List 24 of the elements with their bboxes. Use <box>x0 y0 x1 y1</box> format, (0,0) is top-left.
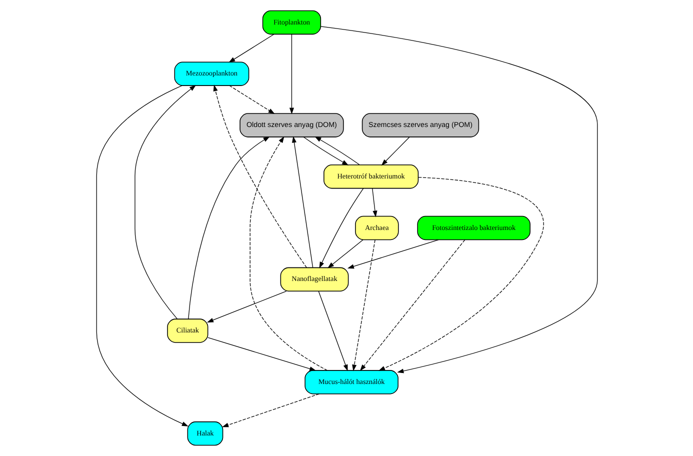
arrow <box>228 85 274 114</box>
arrow <box>212 84 306 268</box>
arrow <box>206 290 286 322</box>
arrow <box>96 85 188 426</box>
arrow <box>380 136 410 166</box>
arrow <box>352 240 375 372</box>
arrow <box>359 240 465 371</box>
arrow <box>346 239 438 269</box>
arrow <box>378 177 544 371</box>
arrow <box>288 34 294 114</box>
arrow <box>327 239 363 268</box>
arrow <box>318 290 348 372</box>
arrow <box>291 136 313 268</box>
arrow <box>134 85 196 320</box>
arrow <box>222 394 319 428</box>
arrow <box>372 188 377 218</box>
arrow <box>314 136 360 166</box>
arrow <box>249 136 328 371</box>
arrow <box>188 136 270 320</box>
arrow <box>320 26 598 374</box>
arrow <box>228 34 274 63</box>
arrow <box>318 188 364 268</box>
arrow <box>207 337 316 371</box>
arrow <box>302 136 348 166</box>
